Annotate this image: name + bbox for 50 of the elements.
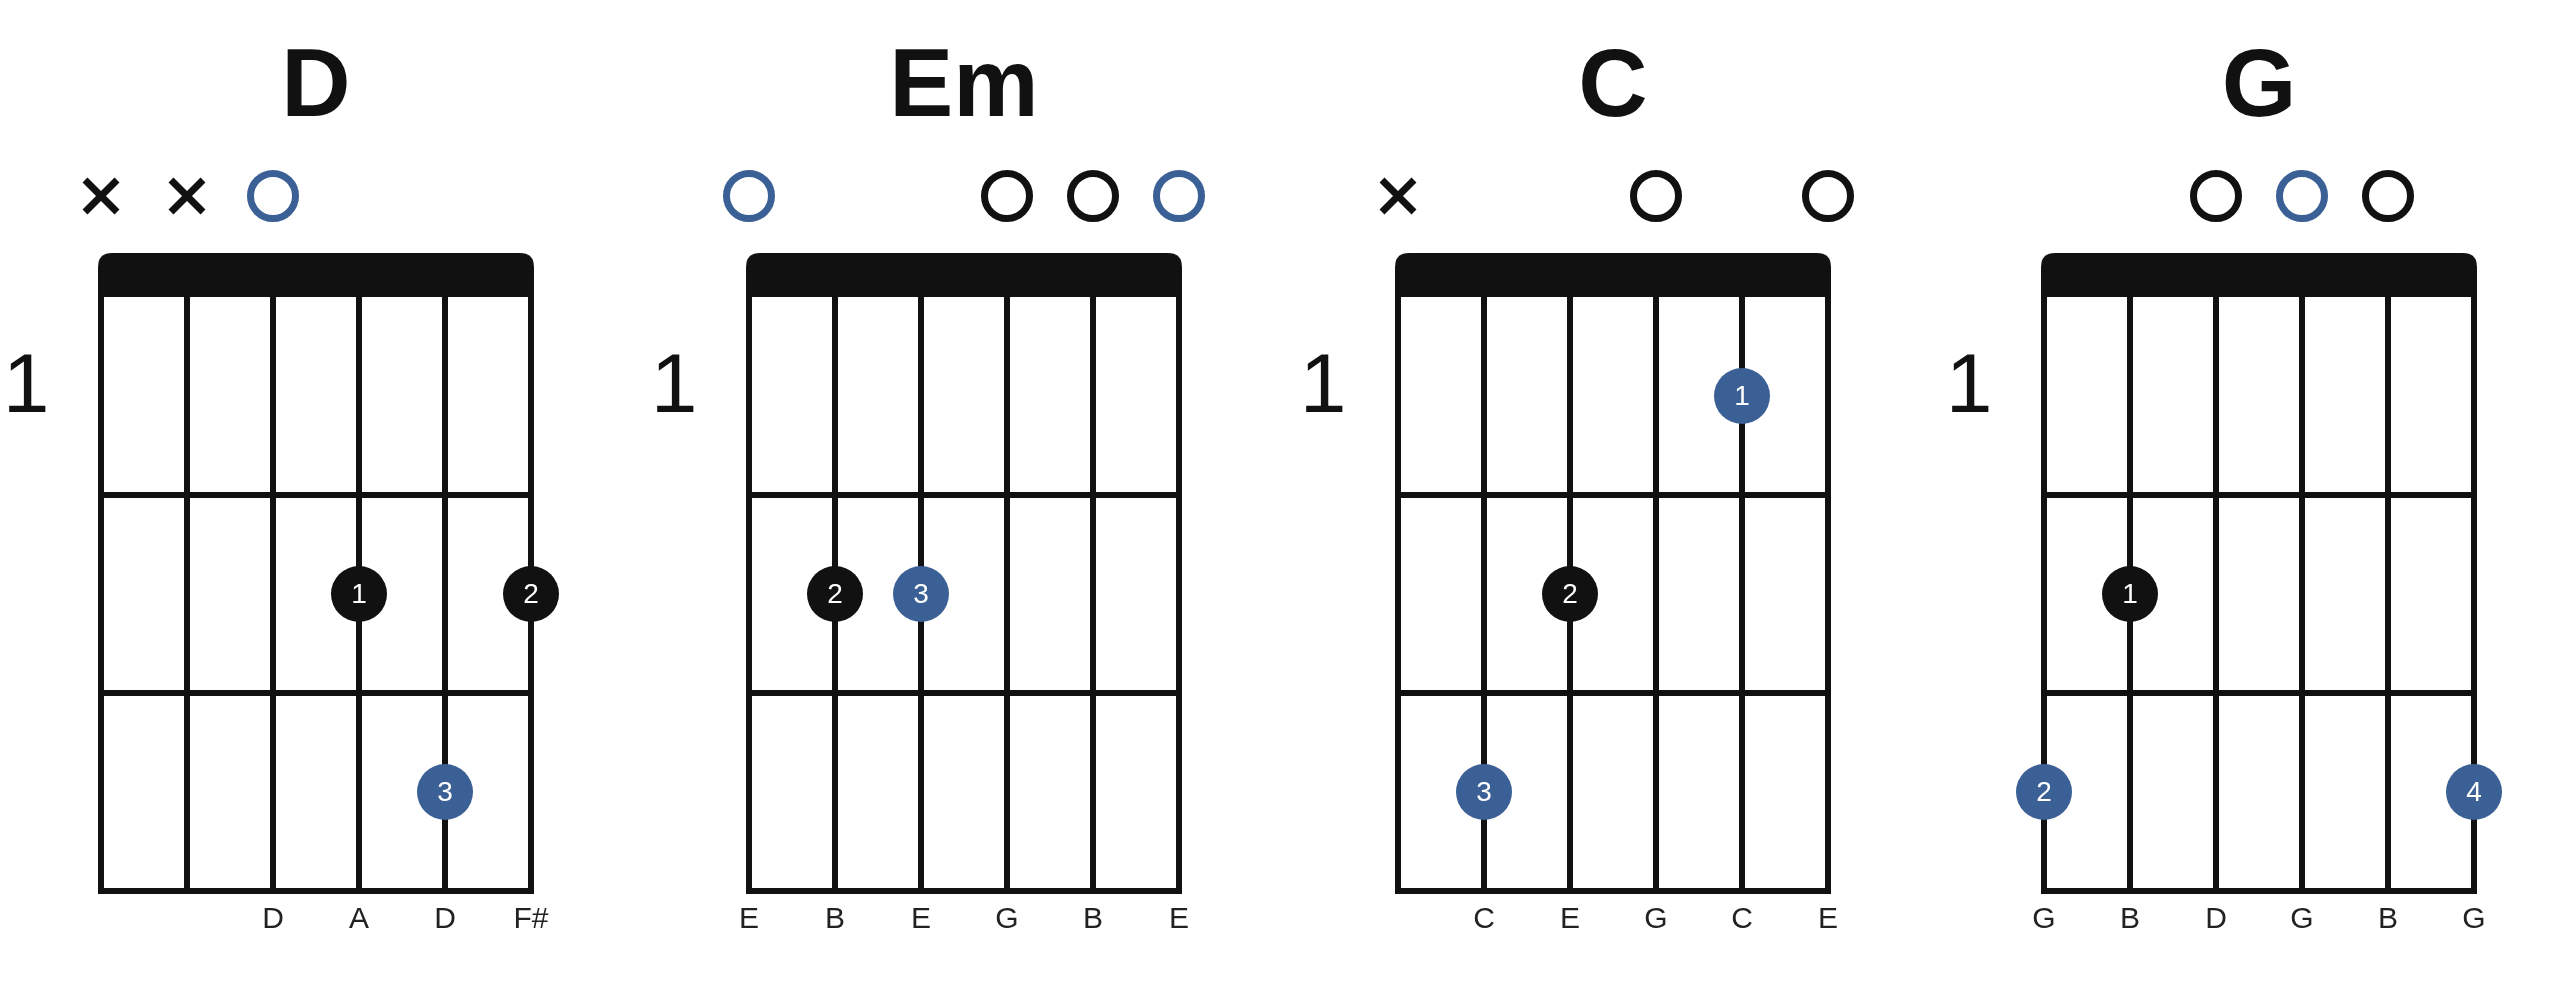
finger-dot: 1 — [2102, 566, 2158, 622]
open-string-circle — [2276, 170, 2328, 222]
string-note: F# — [512, 901, 550, 935]
chord-name: Em — [888, 28, 1040, 138]
open-string-circle — [247, 170, 299, 222]
string-note: E — [1817, 901, 1839, 935]
string-note: E — [1168, 901, 1190, 935]
finger-dot: 2 — [503, 566, 559, 622]
string-note: E — [1559, 901, 1581, 935]
fret-number: 1 — [1944, 338, 1994, 428]
string-note: A — [348, 901, 370, 935]
finger-dot: 2 — [1542, 566, 1598, 622]
open-string-circle — [1630, 170, 1682, 222]
string-note: B — [2119, 901, 2141, 935]
fret-number: 1 — [1, 338, 51, 428]
finger-dot: 2 — [807, 566, 863, 622]
string-note: G — [2461, 901, 2487, 935]
fret-number: 1 — [649, 338, 699, 428]
string-note: D — [2204, 901, 2228, 935]
fret-number: 1 — [1298, 338, 1348, 428]
open-string-circle — [2362, 170, 2414, 222]
finger-dot: 2 — [2016, 764, 2072, 820]
finger-dot: 4 — [2446, 764, 2502, 820]
string-note: B — [824, 901, 846, 935]
open-string-circle — [2190, 170, 2242, 222]
open-string-circle — [1153, 170, 1205, 222]
finger-dot: 3 — [893, 566, 949, 622]
string-note: G — [2031, 901, 2057, 935]
finger-dot: 1 — [1714, 368, 1770, 424]
string-note: C — [1472, 901, 1496, 935]
open-string-circle — [1067, 170, 1119, 222]
finger-dot: 1 — [331, 566, 387, 622]
string-note: E — [738, 901, 760, 935]
string-note: D — [433, 901, 457, 935]
string-note: G — [994, 901, 1020, 935]
finger-dot: 3 — [1456, 764, 1512, 820]
open-string-circle — [1802, 170, 1854, 222]
chord-name: G — [2220, 28, 2298, 138]
string-note: B — [2377, 901, 2399, 935]
string-note: B — [1082, 901, 1104, 935]
chord-name: D — [280, 28, 352, 138]
open-string-circle — [723, 170, 775, 222]
chord-name: C — [1577, 28, 1649, 138]
open-string-circle — [981, 170, 1033, 222]
string-note: C — [1730, 901, 1754, 935]
string-note: G — [2289, 901, 2315, 935]
string-note: D — [261, 901, 285, 935]
finger-dot: 3 — [417, 764, 473, 820]
string-note: G — [1643, 901, 1669, 935]
string-note: E — [910, 901, 932, 935]
